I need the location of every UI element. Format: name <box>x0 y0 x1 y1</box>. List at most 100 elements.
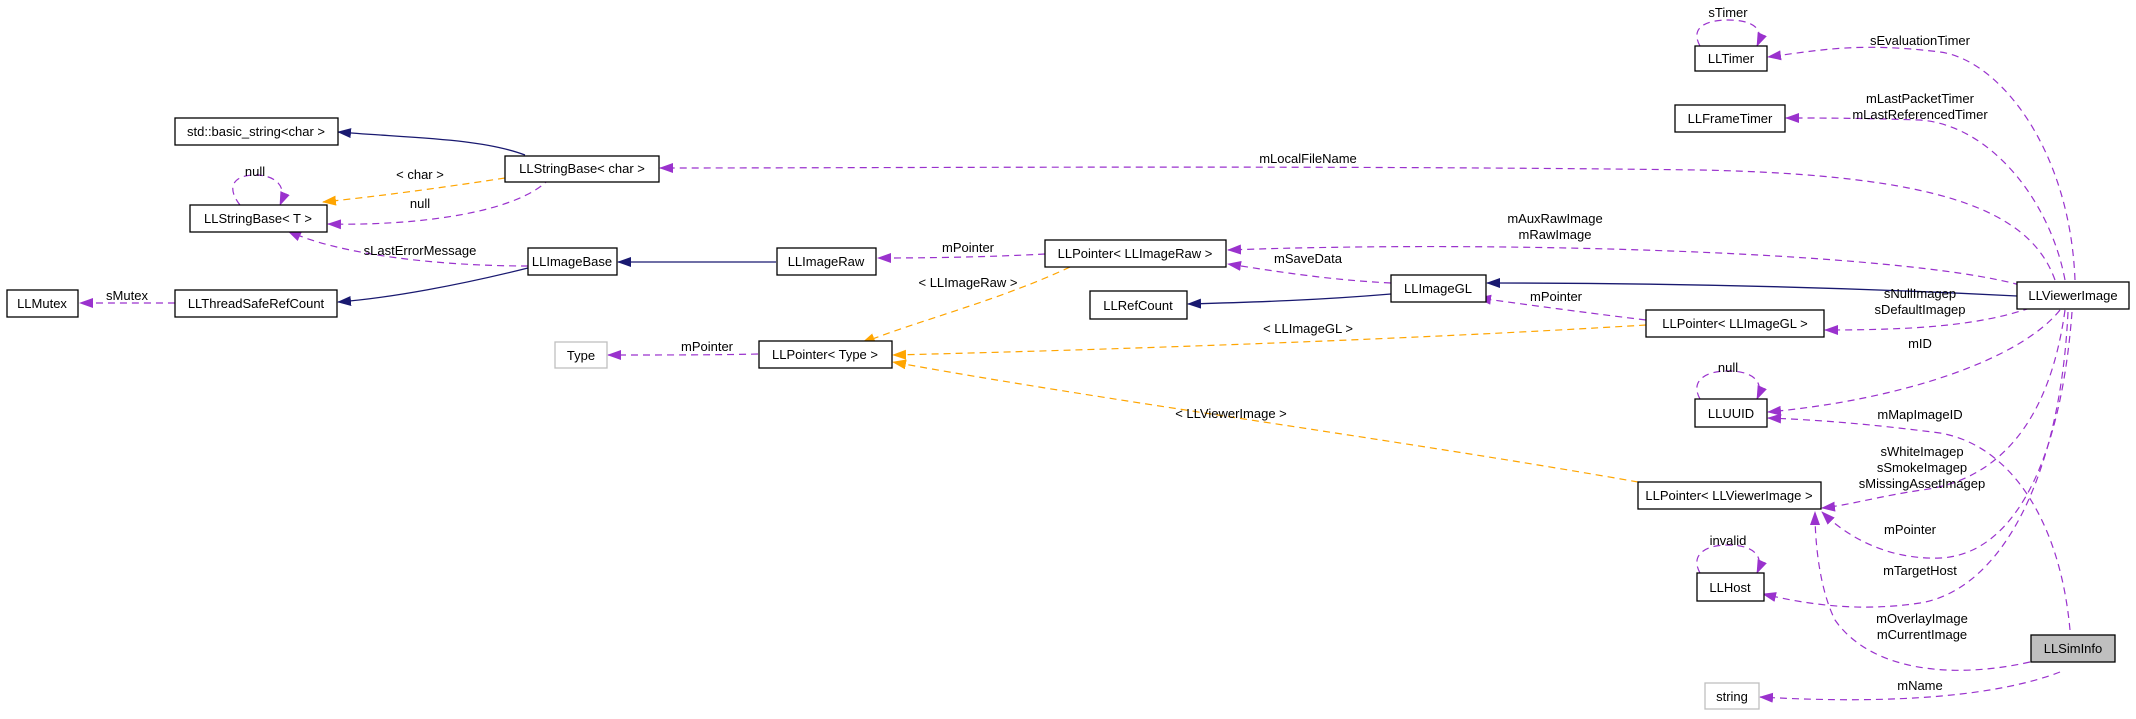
edge-white-image <box>1821 309 2066 512</box>
edge-label-packet-timer-1: mLastPacketTimer <box>1866 91 1975 106</box>
edge-stringbase-null <box>327 177 551 230</box>
node-stringbase-t[interactable]: LLStringBase< T > <box>189 204 328 233</box>
edge-vi-pointer <box>1821 311 2073 559</box>
edge-label-map-image-id: mMapImageID <box>1877 407 1962 422</box>
node-lluuid-label: LLUUID <box>1708 406 1754 421</box>
edge-label-white-2: sSmokeImagep <box>1877 460 1967 475</box>
edge-label-vi-pointer: mPointer <box>1884 522 1937 537</box>
edge-label-aux-raw-1: mAuxRawImage <box>1507 211 1602 226</box>
edge-label-gl-pointer: mPointer <box>1530 289 1583 304</box>
edge-type-pointer <box>607 349 759 360</box>
edge-gl-pointer <box>1477 294 1647 321</box>
node-string-label: string <box>1716 689 1748 704</box>
node-ptr-viewerimage-label: LLPointer< LLViewerImage > <box>1645 488 1812 503</box>
edge-label-overlay-2: mCurrentImage <box>1877 627 1967 642</box>
node-llimageraw-label: LLImageRaw <box>788 254 865 269</box>
node-llimagegl[interactable]: LLImageGL <box>1390 274 1487 303</box>
node-llimagebase-label: LLImageBase <box>532 254 612 269</box>
edge-imagegl-to-refcount <box>1187 293 1392 309</box>
node-llsiminfo[interactable]: LLSimInfo <box>2030 634 2116 663</box>
node-ptr-viewerimage[interactable]: LLPointer< LLViewerImage > <box>1637 481 1822 510</box>
node-basic-string[interactable]: std::basic_string<char > <box>174 117 339 146</box>
edge-label-uuid-self-null: null <box>1718 360 1738 375</box>
edge-label-last-error: sLastErrorMessage <box>364 243 477 258</box>
node-ptr-imagegl[interactable]: LLPointer< LLImageGL > <box>1645 309 1825 338</box>
node-ptr-imageraw-label: LLPointer< LLImageRaw > <box>1058 246 1213 261</box>
node-string[interactable]: string <box>1704 682 1760 710</box>
node-llmutex[interactable]: LLMutex <box>6 289 79 318</box>
edge-label-null-image-1: sNullImagep <box>1884 286 1956 301</box>
node-ptr-type-label: LLPointer< Type > <box>772 347 878 362</box>
edge-label-stringbase-self-null: null <box>245 164 265 179</box>
edge-label-imagegl-tmpl: < LLImageGL > <box>1263 321 1353 336</box>
edge-label-raw-pointer: mPointer <box>942 240 995 255</box>
edge-packet-timer <box>1785 113 2066 281</box>
node-llimagebase[interactable]: LLImageBase <box>527 247 618 276</box>
edge-host-self-invalid <box>1696 544 1767 574</box>
edge-label-local-file-name: mLocalFileName <box>1259 151 1357 166</box>
node-llmutex-label: LLMutex <box>17 296 67 311</box>
edge-label-evaluation-timer: sEvaluationTimer <box>1870 33 1971 48</box>
node-llhost[interactable]: LLHost <box>1696 572 1765 602</box>
node-ptr-imageraw[interactable]: LLPointer< LLImageRaw > <box>1044 239 1227 268</box>
node-stringbase-char-label: LLStringBase< char > <box>519 161 645 176</box>
edge-label-null-image-2: sDefaultImagep <box>1874 302 1965 317</box>
edge-stringbase-char-to-basic-string <box>337 128 526 156</box>
node-llthreadsaferefcount-label: LLThreadSafeRefCount <box>188 296 325 311</box>
edge-label-mid: mID <box>1908 336 1932 351</box>
edge-label-white-1: sWhiteImagep <box>1880 444 1963 459</box>
node-stringbase-char[interactable]: LLStringBase< char > <box>504 155 660 183</box>
node-type-label: Type <box>567 348 595 363</box>
edge-map-image-id <box>1767 413 2071 631</box>
edge-label-white-3: sMissingAssetImagep <box>1859 476 1985 491</box>
edge-label-type-pointer: mPointer <box>681 339 734 354</box>
edge-label-target-host: mTargetHost <box>1883 563 1957 578</box>
edge-labels: sTimer sEvaluationTimer mLastPacketTimer… <box>106 5 1988 693</box>
edge-evaluation-timer <box>1767 46 2076 281</box>
node-llhost-label: LLHost <box>1709 580 1751 595</box>
node-llimagegl-label: LLImageGL <box>1404 281 1472 296</box>
edge-stringbase-self-null <box>232 174 290 206</box>
edge-label-char-tmpl: < char > <box>396 167 444 182</box>
edge-label-packet-timer-2: mLastReferencedTimer <box>1852 107 1988 122</box>
edge-aux-raw <box>1227 244 2021 286</box>
edge-null-image <box>1824 307 2031 335</box>
node-llthreadsaferefcount[interactable]: LLThreadSafeRefCount <box>174 289 338 318</box>
node-lltimer[interactable]: LLTimer <box>1694 45 1768 72</box>
node-ptr-imagegl-label: LLPointer< LLImageGL > <box>1662 316 1808 331</box>
node-ptr-type[interactable]: LLPointer< Type > <box>758 340 893 369</box>
edge-viewerimage-tmpl <box>892 359 1639 483</box>
node-llrefcount[interactable]: LLRefCount <box>1089 290 1188 320</box>
edge-label-smutex: sMutex <box>106 288 148 303</box>
edge-uuid-self-null <box>1696 370 1767 400</box>
node-llviewerimage-label: LLViewerImage <box>2028 288 2117 303</box>
node-llviewerimage[interactable]: LLViewerImage <box>2016 281 2130 310</box>
edge-imagegl-tmpl <box>892 324 1647 360</box>
node-stringbase-t-label: LLStringBase< T > <box>204 211 312 226</box>
edge-label-timer-self: sTimer <box>1708 5 1748 20</box>
edge-label-stringbase-null: null <box>410 196 430 211</box>
edge-raw-pointer <box>877 252 1046 263</box>
edges <box>79 19 2076 703</box>
node-llframetimer[interactable]: LLFrameTimer <box>1674 104 1786 133</box>
edge-timer-self <box>1696 19 1767 47</box>
edge-target-host <box>1762 311 2069 608</box>
node-llimageraw[interactable]: LLImageRaw <box>776 247 877 276</box>
edge-imagebase-to-threadsafe <box>337 267 529 306</box>
edge-char-tmpl <box>322 177 506 206</box>
edge-imageraw-tmpl <box>861 266 1071 344</box>
edge-overlay-image <box>1810 511 2031 671</box>
edge-label-imageraw-tmpl: < LLImageRaw > <box>918 275 1017 290</box>
edge-local-file-name <box>659 162 2056 281</box>
edge-label-overlay-1: mOverlayImage <box>1876 611 1968 626</box>
node-lluuid[interactable]: LLUUID <box>1694 398 1768 428</box>
edge-label-save-data: mSaveData <box>1274 251 1343 266</box>
edge-label-viewerimage-tmpl: < LLViewerImage > <box>1175 406 1287 421</box>
node-lltimer-label: LLTimer <box>1708 51 1755 66</box>
node-llsiminfo-label: LLSimInfo <box>2044 641 2103 656</box>
node-type[interactable]: Type <box>554 341 608 369</box>
node-llrefcount-label: LLRefCount <box>1103 298 1173 313</box>
node-basic-string-label: std::basic_string<char > <box>187 124 325 139</box>
edge-save-data <box>1227 261 1392 284</box>
